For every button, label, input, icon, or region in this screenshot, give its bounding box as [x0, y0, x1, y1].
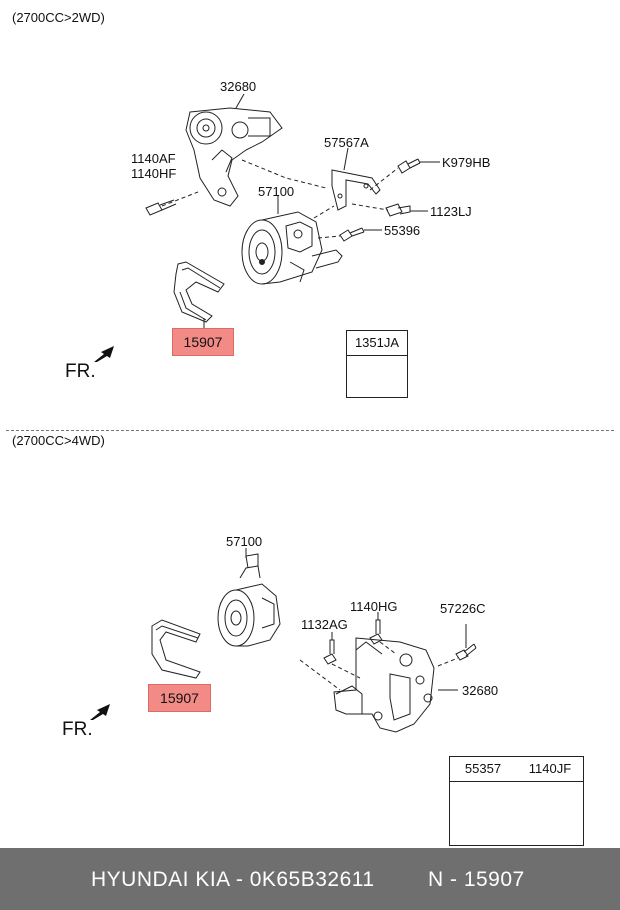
section-divider: [6, 430, 614, 431]
label-32680: 32680: [220, 79, 257, 94]
bolt-1140hg-drawing: [369, 619, 383, 645]
diagram-2wd: [145, 93, 440, 382]
part-box-header-1351ja: 1351JA: [347, 331, 407, 356]
bolt-55396-drawing: [339, 227, 365, 242]
bracket-32680-drawing: [185, 107, 283, 207]
front-direction-label-4wd: FR.: [62, 719, 93, 740]
label-k979hb: K979HB: [442, 155, 491, 170]
label-57100-4wd: 57100: [226, 534, 263, 549]
label-55396: 55396: [384, 223, 421, 238]
footer-ref-number: N - 15907: [428, 868, 525, 891]
label-1123lj: 1123LJ: [430, 204, 472, 219]
section-2wd: (2700CC>2WD): [0, 0, 620, 428]
label-1140hf: 1140HF: [131, 166, 177, 181]
belt-15907-drawing: [173, 261, 225, 323]
label-57567a: 57567A: [324, 135, 369, 150]
front-direction-label: FR.: [65, 361, 96, 382]
bolt-57226c-drawing: [455, 643, 477, 661]
label-57100: 57100: [258, 184, 295, 199]
bolt-k979hb-drawing: [397, 158, 421, 174]
belt-15907-4wd-drawing: [151, 619, 201, 679]
footer-bar: HYUNDAI KIA - 0K65B32611 N - 15907: [0, 848, 620, 910]
label-57226c: 57226C: [440, 601, 486, 616]
pump-57100-drawing: [241, 211, 343, 285]
front-arrow-icon-4wd: [90, 704, 110, 720]
part-box-1351ja: 1351JA: [346, 330, 408, 398]
front-arrow-icon: [94, 346, 114, 362]
highlight-15907-4wd: 15907: [148, 684, 211, 712]
bolt-1140af-drawing: [145, 199, 177, 216]
bracket-32680-4wd-drawing: [333, 637, 435, 733]
highlight-15907: 15907: [172, 328, 234, 356]
part-box-header-55357: 55357: [464, 761, 502, 776]
section-title-4wd: (2700CC>4WD): [12, 433, 105, 448]
part-box-header-1140jf: 1140JF: [528, 761, 572, 776]
bolt-1132ag-drawing: [323, 639, 337, 665]
label-1140af: 1140AF: [131, 151, 176, 166]
bolt-1123lj-drawing: [385, 203, 411, 217]
label-1132ag: 1132AG: [301, 617, 348, 632]
section-title-2wd: (2700CC>2WD): [12, 10, 105, 25]
part-box-header-row: 55357 1140JF: [450, 757, 583, 782]
bracket-57567a-drawing: [331, 169, 381, 211]
footer-part-number: HYUNDAI KIA - 0K65B32611: [91, 868, 375, 891]
part-box-55357-1140jf: 55357 1140JF: [449, 756, 584, 846]
section-4wd: (2700CC>4WD): [0, 428, 620, 848]
label-1140hg: 1140HG: [350, 599, 398, 614]
label-32680-4wd: 32680: [462, 683, 499, 698]
pump-57100-4wd-drawing: [217, 553, 281, 647]
